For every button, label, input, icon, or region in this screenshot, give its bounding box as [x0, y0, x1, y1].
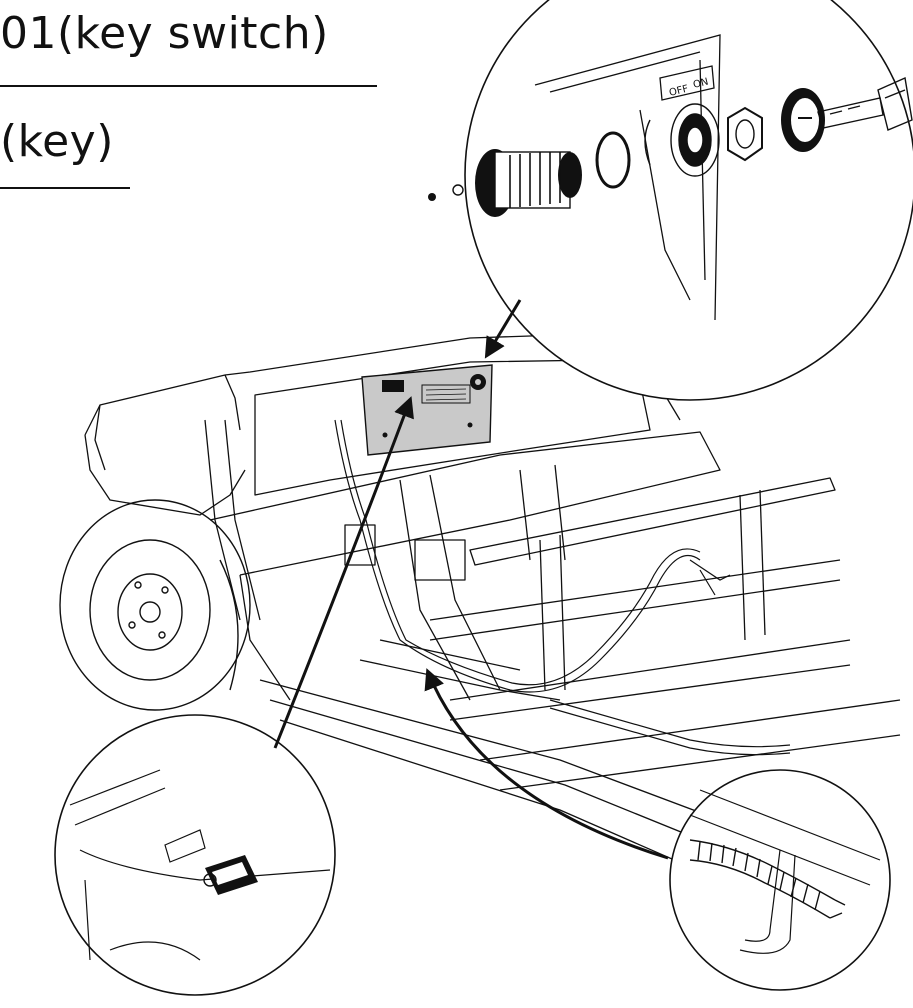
arrow-to-dash-panel	[484, 299, 522, 359]
harness-clip-detail-circle	[669, 769, 891, 991]
arrow-to-panel-switch	[273, 396, 414, 749]
key-switch-caption: 01(key switch)	[0, 8, 329, 59]
arrow-to-harness	[424, 668, 669, 860]
rocker-switch-icon	[203, 855, 258, 895]
switch-body	[644, 103, 720, 177]
off-label: OFF	[668, 83, 690, 98]
hex-nut	[727, 106, 763, 162]
caption-underline-2	[0, 187, 130, 189]
key-caption: (key)	[0, 116, 114, 167]
rear-switch-detail-circle	[54, 714, 336, 996]
wiring-harness	[334, 419, 791, 756]
washer	[595, 131, 631, 189]
threaded-barrel	[475, 149, 582, 217]
cart-body	[84, 334, 901, 881]
key-icon	[817, 76, 913, 131]
corrugated-conduit	[689, 839, 846, 919]
on-label: ON	[692, 77, 710, 91]
caption-underline-1	[0, 85, 377, 87]
front-wheel	[59, 499, 251, 711]
dash-switch-panel	[361, 364, 493, 456]
key-switch-detail-circle: OFF ON	[428, 0, 913, 401]
bezel-ring	[781, 88, 825, 152]
leader-arrows	[273, 299, 669, 860]
